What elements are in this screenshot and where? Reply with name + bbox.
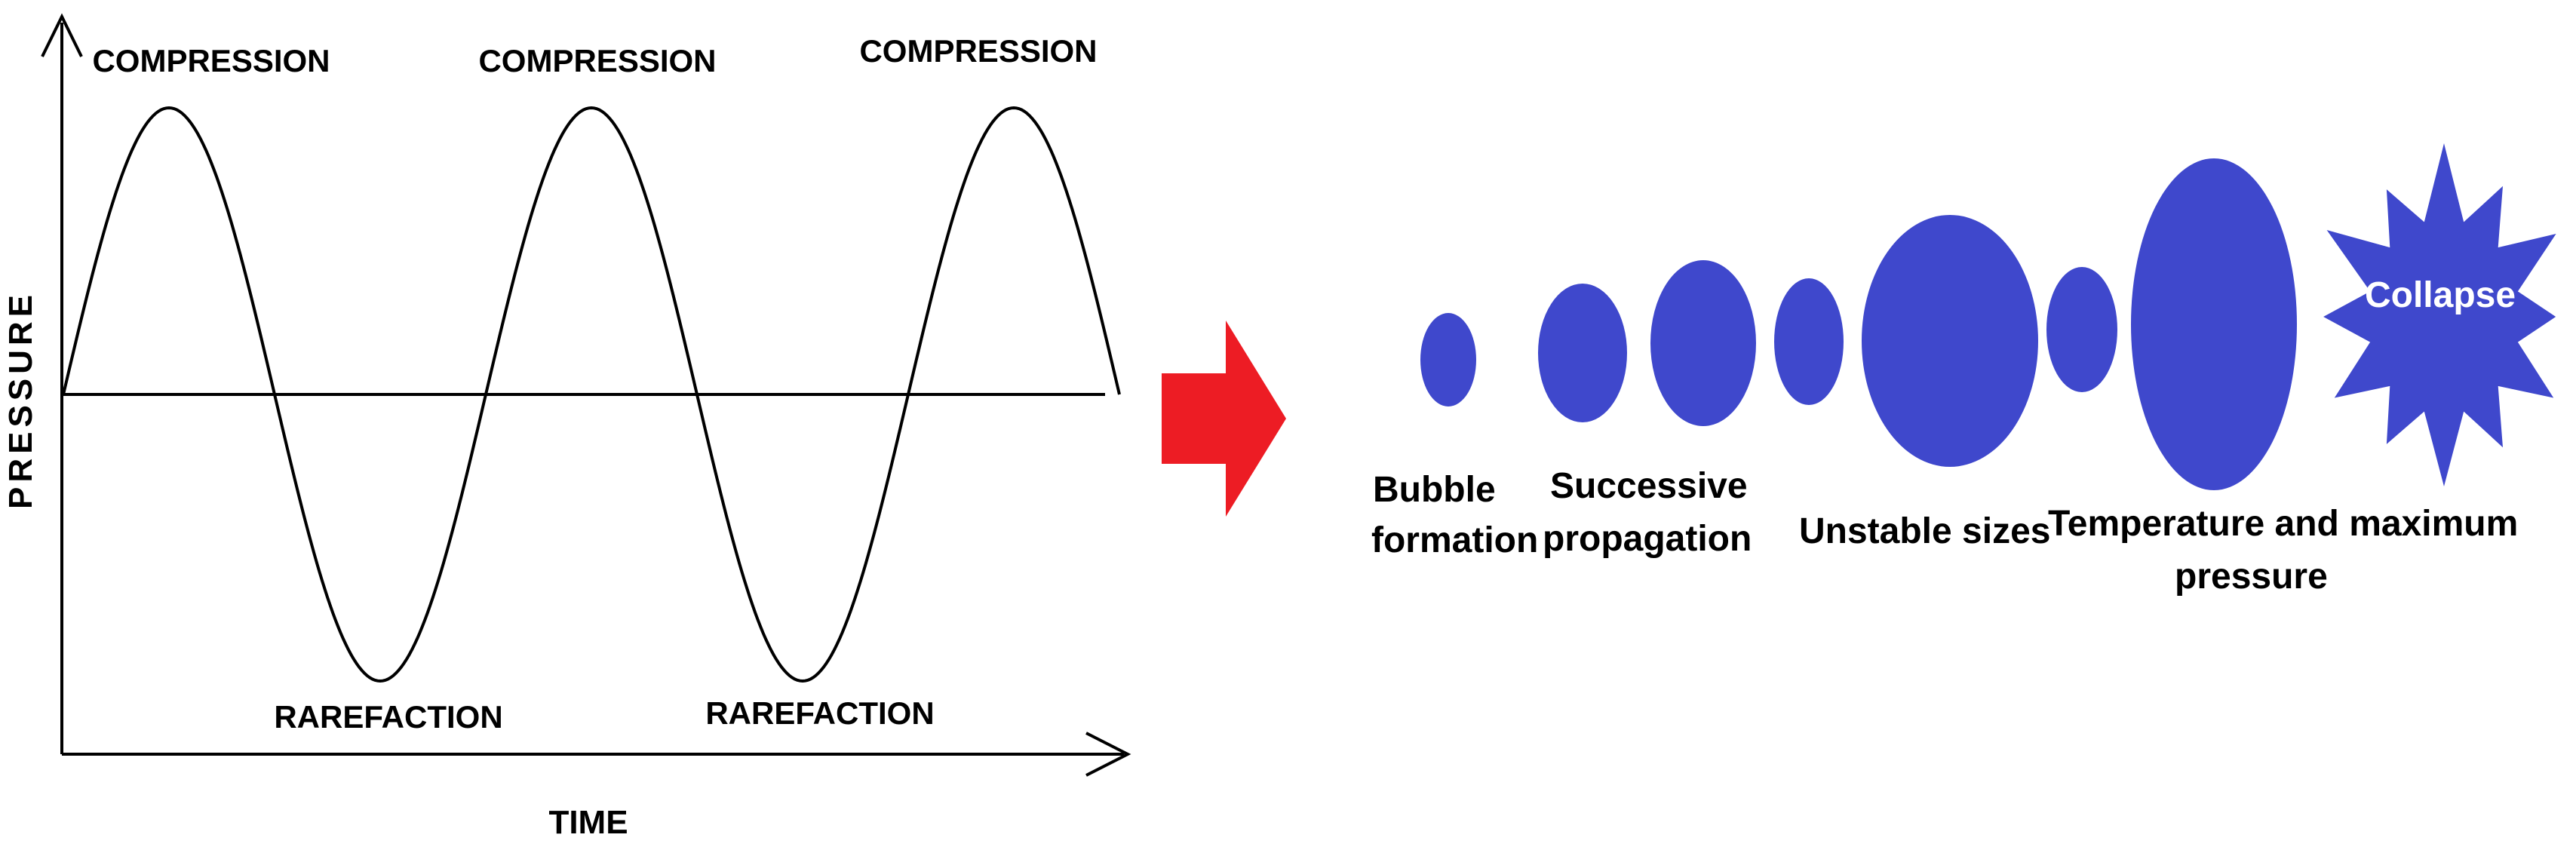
stage-label-2: Successive propagation: [1543, 466, 1752, 559]
bubble-4: [1774, 278, 1844, 405]
bubble-5: [1862, 215, 2038, 467]
bubble-2: [1538, 284, 1627, 422]
x-axis-arrowhead: [1085, 732, 1131, 777]
stage-label-3: Unstable sizes: [1799, 511, 2050, 551]
bubble-3: [1650, 260, 1756, 426]
y-axis-arrowhead: [41, 13, 83, 57]
bubbles: [1420, 158, 2297, 490]
collapse-label: Collapse: [2365, 275, 2516, 315]
stage-label-1-line-1: Bubble: [1373, 470, 1496, 510]
stage-label-3-line-1: Unstable sizes: [1799, 511, 2050, 551]
rarefaction-label-2: RAREFACTION: [705, 695, 934, 731]
compression-label-1: COMPRESSION: [92, 43, 330, 78]
compression-label-3: COMPRESSION: [859, 33, 1097, 69]
bubble-6: [2046, 267, 2117, 392]
transition-arrow: [1162, 321, 1286, 517]
wave-axes: [41, 13, 1131, 777]
stage-label-1-line-2: formation: [1371, 520, 1538, 560]
rarefaction-label-1: RAREFACTION: [274, 699, 502, 735]
stage-label-4-line-1: Temperature and maximum: [2048, 504, 2518, 544]
stage-label-2-line-1: Successive: [1550, 466, 1748, 506]
y-axis-label: PRESSURE: [2, 290, 39, 509]
stage-label-1: Bubble formation: [1371, 470, 1538, 560]
compression-label-2: COMPRESSION: [478, 43, 716, 78]
stage-label-4-line-2: pressure: [2175, 557, 2328, 597]
bubble-1: [1420, 313, 1476, 407]
stage-label-4: Temperature and maximum pressure: [2048, 504, 2518, 597]
pressure-wave: [62, 106, 1121, 683]
x-axis-label: TIME: [548, 804, 628, 841]
collapse-burst: [2323, 143, 2556, 486]
bubble-7: [2131, 158, 2297, 490]
stage-label-2-line-2: propagation: [1543, 519, 1752, 559]
